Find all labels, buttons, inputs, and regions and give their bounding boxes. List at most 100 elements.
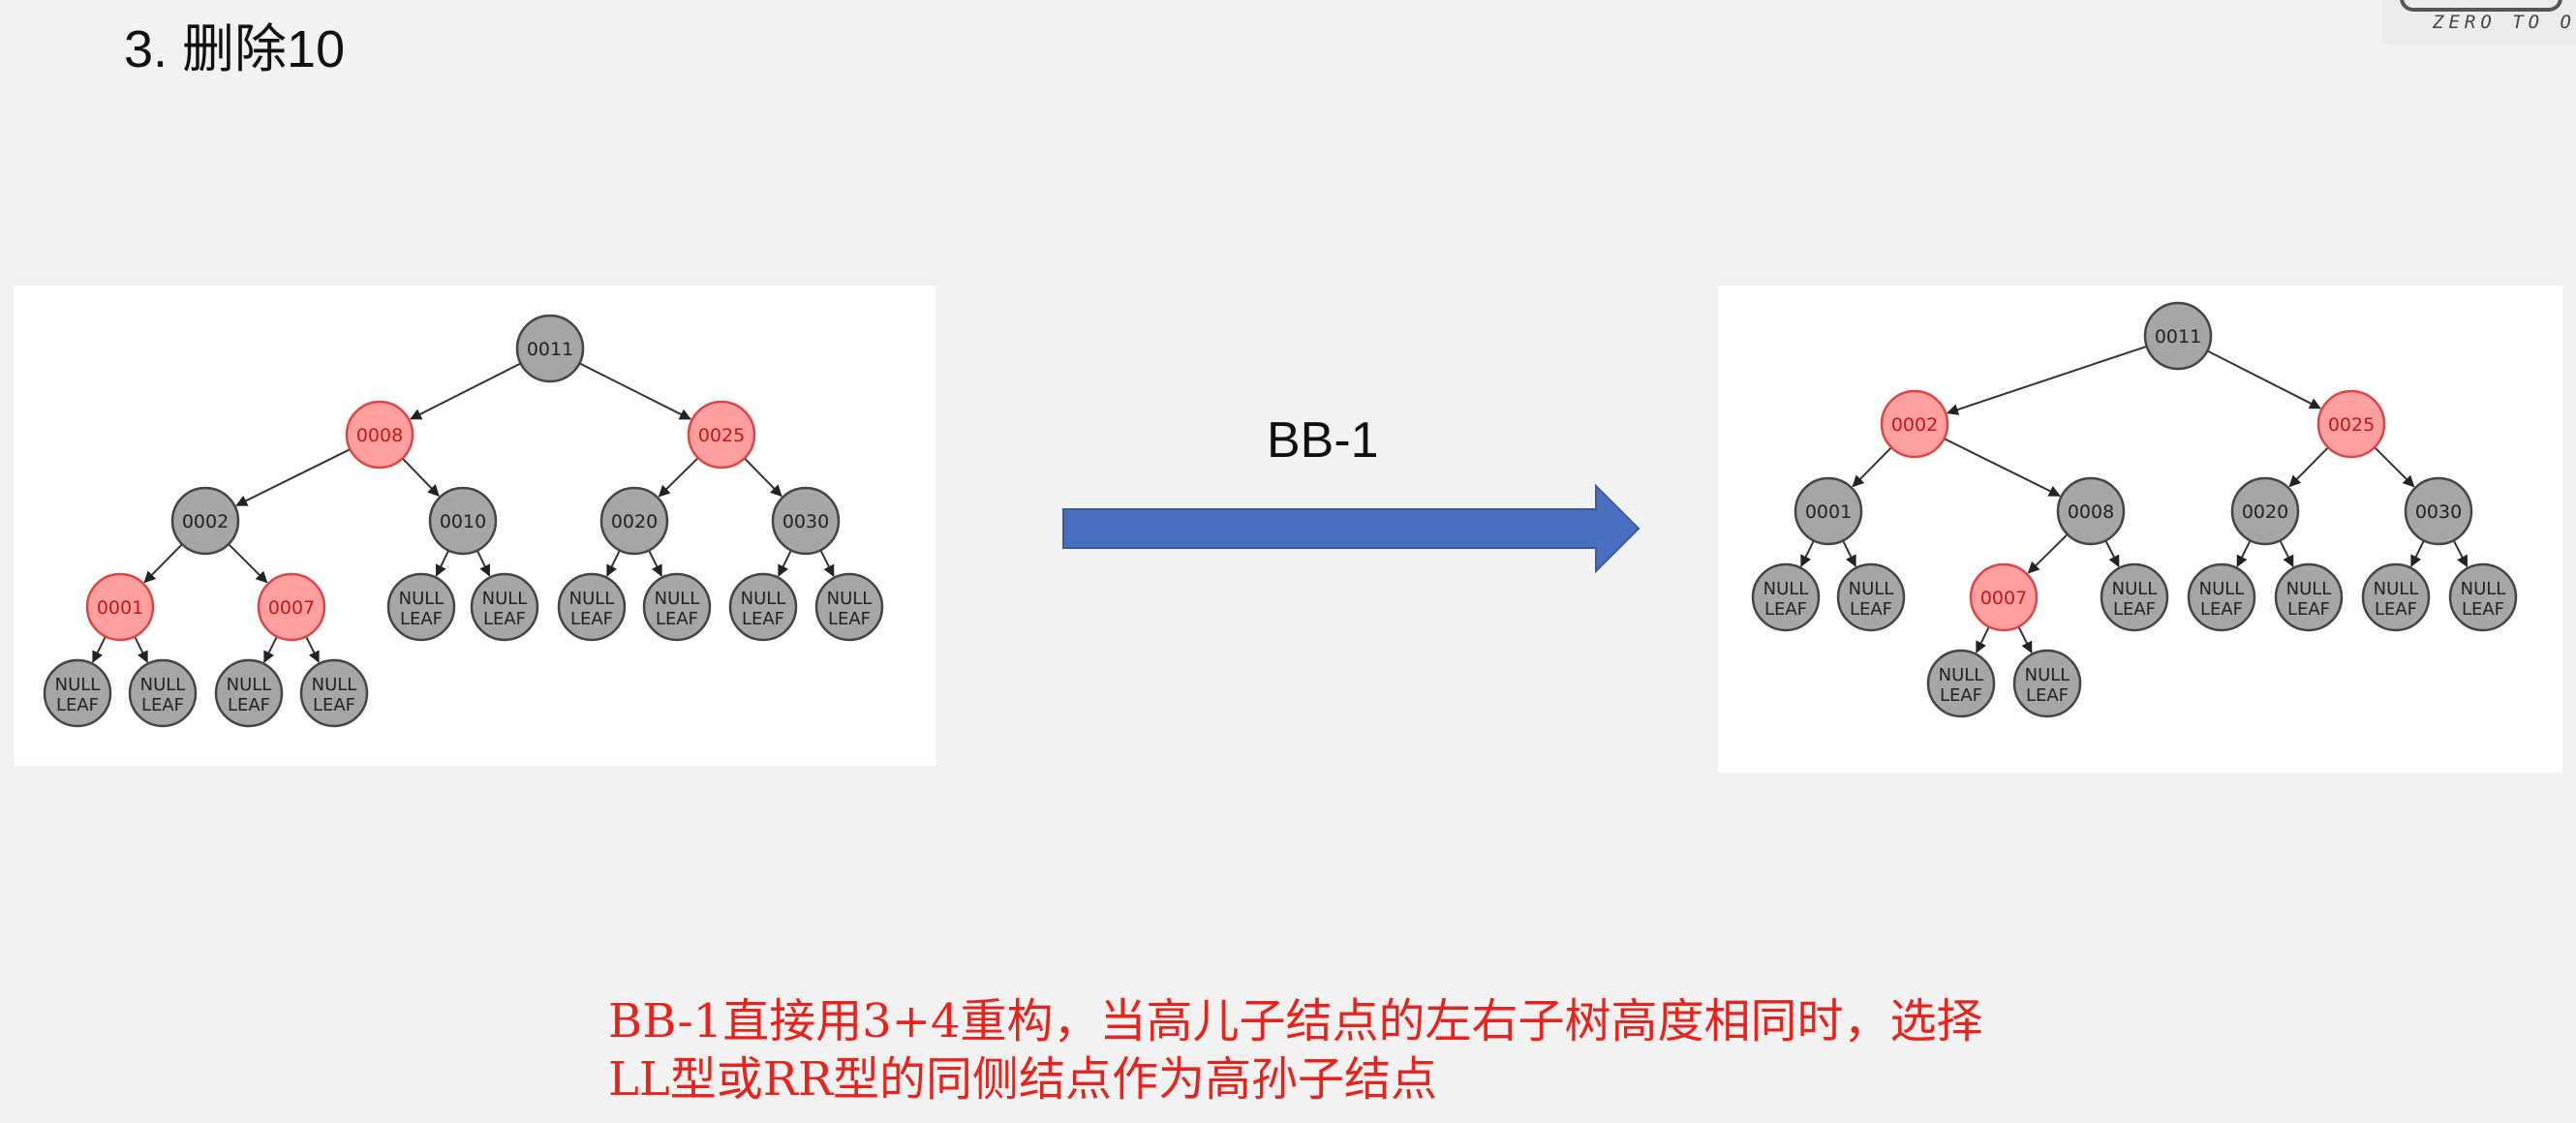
before-node-label: NULL [55, 675, 101, 695]
before-node-circle [470, 572, 539, 642]
before-node-label: LEAF [400, 609, 443, 629]
after-node-label: LEAF [2287, 599, 2330, 620]
before-node-label: LEAF [56, 695, 99, 715]
after-node-label: LEAF [1940, 685, 1982, 706]
after-node-circle [2143, 301, 2213, 371]
before-node-circle [170, 486, 240, 556]
before-node-label: LEAF [313, 695, 355, 715]
after-edge [2236, 539, 2252, 567]
before-node-n11: 0011 [515, 314, 585, 383]
before-node-label: LEAF [656, 609, 698, 629]
before-node-label: NULL [399, 589, 445, 609]
after-node-circle [2012, 649, 2082, 718]
right-arrow-icon [1062, 484, 1641, 574]
before-node-circle [771, 486, 841, 556]
before-edge [819, 549, 835, 577]
after-node-circle [1880, 389, 1949, 459]
after-node-m20: 0020 [2230, 476, 2300, 546]
after-node-m2: 0002 [1880, 389, 1949, 459]
after-node-circle [1969, 562, 2039, 632]
after-node-circle [1926, 649, 1996, 718]
after-edge [2027, 533, 2069, 574]
after-node-label: 0002 [1891, 414, 1938, 436]
after-node-label: NULL [2112, 579, 2158, 599]
before-node-label: LEAF [483, 609, 526, 629]
after-edge [2288, 446, 2329, 488]
after-node-label: LEAF [2462, 599, 2504, 620]
before-edge [744, 457, 782, 498]
before-edge [305, 636, 320, 663]
before-edge [606, 550, 621, 577]
after-node-label: 0030 [2415, 501, 2462, 523]
before-node-label: 0010 [440, 511, 486, 532]
before-node-n2: 0002 [170, 486, 240, 556]
before-node-label: NULL [569, 589, 615, 609]
after-node-m7: 0007 [1969, 562, 2039, 632]
before-node-label: 0011 [527, 339, 573, 360]
explanation-note: BB-1直接用3+4重构，当高儿子结点的左右子树高度相同时，选择 LL型或RR型… [608, 992, 2254, 1108]
before-node-label: LEAF [141, 695, 184, 715]
after-node-circle [2316, 389, 2386, 459]
before-node-label: 0030 [782, 511, 829, 532]
before-node-n20: 0020 [599, 486, 669, 556]
after-node-circle [1836, 562, 1906, 632]
before-edge [401, 457, 440, 497]
logo-mark [2400, 0, 2562, 12]
after-edge [1976, 626, 1990, 653]
after-node-label: LEAF [2113, 599, 2156, 620]
before-node-label: LEAF [828, 609, 871, 629]
before-node-label: 0001 [97, 597, 143, 619]
after-node-circle [2230, 476, 2300, 546]
before-node-label: 0020 [611, 511, 658, 532]
after-edge [2374, 446, 2415, 488]
before-node-circle [515, 314, 585, 383]
before-node-n8: 0008 [345, 400, 414, 470]
note-line-1: BB-1直接用3+4重构，当高儿子结点的左右子树高度相同时，选择 [608, 994, 1983, 1048]
before-node-circle [599, 486, 669, 556]
after-node-circle [2361, 562, 2431, 632]
after-node-label: LEAF [2200, 599, 2243, 620]
before-node-label: 0007 [268, 597, 315, 619]
before-edge [648, 550, 662, 577]
before-node-n30: 0030 [771, 486, 841, 556]
before-node-circle [428, 486, 498, 556]
after-node-circle [2404, 476, 2473, 546]
after-node-circle [1751, 562, 1821, 632]
after-edge [2452, 539, 2469, 568]
before-edge [92, 636, 107, 663]
before-node-label: NULL [741, 589, 786, 609]
before-node-circle [728, 572, 798, 642]
after-edge [2206, 349, 2321, 410]
before-edge [235, 448, 351, 506]
after-node-label: NULL [2199, 579, 2245, 599]
before-node-label: 0025 [698, 425, 745, 446]
after-node-label: LEAF [1764, 599, 1807, 620]
before-node-circle [814, 572, 884, 642]
after-node-circle [2100, 562, 2169, 632]
after-node-m30: 0030 [2404, 476, 2473, 546]
after-edge [1842, 540, 1856, 567]
before-node-label: LEAF [228, 695, 270, 715]
before-node-label: LEAF [742, 609, 784, 629]
after-node-label: LEAF [2375, 599, 2417, 620]
before-node-label: NULL [227, 675, 272, 695]
after-node-label: 0020 [2242, 501, 2288, 523]
after-node-label: NULL [2286, 579, 2332, 599]
before-node-n1: 0001 [85, 572, 155, 642]
